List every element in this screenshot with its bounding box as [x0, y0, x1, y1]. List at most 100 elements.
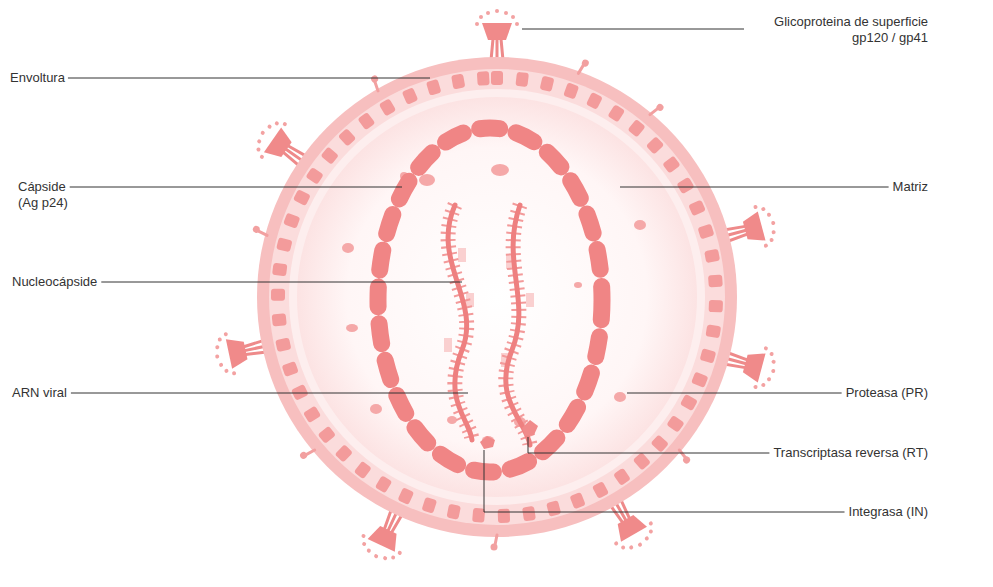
- rna-bases: [506, 205, 530, 445]
- matrix-bead: [700, 348, 717, 363]
- spike-dot: [391, 555, 396, 560]
- matrix-bead: [691, 372, 708, 388]
- matrix-bead: [607, 104, 625, 122]
- matrix-bead: [666, 415, 684, 433]
- bump-tip: [655, 102, 665, 112]
- matrix-bead: [633, 452, 651, 470]
- spike-dot: [256, 139, 262, 145]
- protein-blob: [342, 243, 354, 253]
- matrix-bead: [613, 468, 631, 486]
- bump-tip: [581, 59, 590, 68]
- spike-dot: [753, 205, 758, 210]
- leader-line: [70, 187, 402, 188]
- envelope-bump: [252, 225, 269, 236]
- nucleocapsid-protein: [444, 338, 452, 352]
- matrix-bead: [293, 189, 311, 206]
- spike-dot: [753, 385, 758, 390]
- matrix-bead: [271, 289, 285, 301]
- matrix-bead: [272, 263, 287, 277]
- spike-head: [741, 212, 765, 245]
- matrix-bead: [421, 497, 437, 514]
- spike-dot: [771, 359, 776, 364]
- spike-dot: [219, 362, 224, 367]
- spike-dot: [761, 207, 766, 212]
- envelope-bump: [491, 535, 498, 551]
- bump-line: [373, 81, 380, 91]
- part-label: Cápside (Ag p24): [18, 179, 80, 211]
- spike-dot: [767, 212, 772, 217]
- matrix-bead: [708, 274, 723, 287]
- part-label: Matriz: [893, 179, 928, 195]
- spike-dot: [769, 238, 774, 243]
- matrix-bead: [318, 426, 336, 444]
- spike-dot: [282, 121, 288, 127]
- leader-line: [528, 437, 769, 453]
- spike-dot: [373, 554, 378, 559]
- matrix-bead: [646, 136, 664, 154]
- spike-dot: [215, 345, 220, 350]
- spike-dot: [267, 124, 273, 130]
- matrix-bead: [357, 112, 375, 130]
- leader-line: [620, 187, 889, 188]
- spike-dot: [771, 369, 776, 374]
- matrix-bead: [592, 481, 609, 499]
- reverse-transcriptase: [522, 420, 538, 436]
- leader-line: [522, 29, 744, 30]
- spike-dot: [637, 542, 642, 547]
- interior: [297, 97, 697, 497]
- spike-dot: [382, 556, 387, 561]
- bump-line: [306, 448, 315, 456]
- spike-dot: [475, 22, 479, 26]
- matrix-bead: [283, 213, 300, 229]
- spike-dot: [648, 529, 653, 534]
- matrix-zone: [289, 89, 705, 505]
- part-label: Integrasa (IN): [849, 504, 928, 520]
- matrix-bead: [662, 156, 680, 174]
- matrix-bead: [651, 434, 669, 452]
- matrix-bead: [477, 71, 490, 86]
- protein-blob: [346, 324, 358, 332]
- spike-head: [264, 128, 295, 162]
- spike-head: [482, 23, 512, 40]
- matrix-bead: [402, 87, 419, 105]
- matrix-bead: [451, 74, 465, 90]
- spike-dot: [260, 130, 266, 136]
- spike-dot: [232, 371, 237, 376]
- matrix-bead: [704, 249, 720, 263]
- part-label: Proteasa (PR): [846, 385, 928, 401]
- matrix-bead: [291, 384, 309, 401]
- spike-dot: [767, 377, 772, 382]
- spike-dot: [495, 9, 499, 13]
- leader-line: [627, 393, 842, 394]
- spike-head: [226, 336, 249, 369]
- spike-dot: [397, 550, 402, 555]
- spike-dot: [771, 230, 776, 235]
- leader-line: [68, 78, 430, 79]
- matrix-bead: [709, 300, 723, 313]
- matrix-bead: [680, 394, 698, 411]
- leader-line: [101, 282, 462, 283]
- envelope: [257, 57, 737, 537]
- part-label: Glicoproteina de superficie gp120 / gp41: [748, 14, 928, 46]
- envelope-bump: [650, 102, 665, 118]
- rna-strand: [448, 205, 472, 440]
- spike-head: [613, 512, 647, 542]
- spike-dot: [479, 15, 483, 19]
- envelope-inner: [269, 69, 725, 525]
- matrix-bead: [321, 147, 339, 165]
- part-label: Nucleocápside: [12, 274, 97, 290]
- matrix-bead: [515, 72, 529, 87]
- spike-dot: [511, 15, 515, 19]
- spike-dot: [366, 548, 371, 553]
- rna-strand: [506, 205, 530, 445]
- spike-dot: [644, 536, 649, 541]
- spike-dot: [620, 545, 625, 550]
- nucleocapsid-protein: [526, 293, 534, 307]
- protein-blob: [419, 174, 435, 186]
- matrix-bead: [305, 167, 323, 185]
- envelope-bump: [299, 445, 315, 460]
- matrix-bead: [375, 475, 393, 493]
- protein-blob: [491, 164, 509, 176]
- part-label: Transcriptasa reversa (RT): [773, 445, 928, 461]
- matrix-bead: [491, 71, 503, 85]
